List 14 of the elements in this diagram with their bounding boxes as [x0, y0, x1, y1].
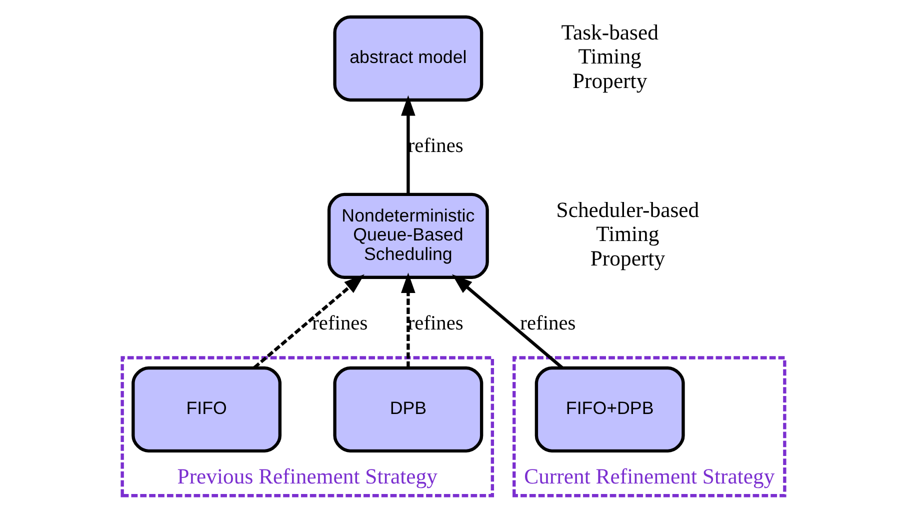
arrow: [451, 274, 563, 369]
edge-label: refines: [312, 312, 368, 334]
arrow: [400, 95, 415, 194]
node-label: Task-based Timing Property: [560, 20, 658, 93]
node-box: FIFO+DPB: [534, 366, 684, 453]
node-label: Scheduler-based Timing Property: [556, 198, 699, 270]
arrow: [400, 272, 415, 368]
node-box: Nondeterministic Queue-Based Scheduling: [326, 192, 488, 279]
edge-label: refines: [520, 312, 576, 334]
edge-label: refines: [407, 312, 463, 334]
node-box: FIFO: [131, 366, 282, 453]
node-box: abstract model: [332, 15, 483, 102]
node-box: DPB: [332, 366, 483, 453]
arrow: [252, 274, 364, 369]
